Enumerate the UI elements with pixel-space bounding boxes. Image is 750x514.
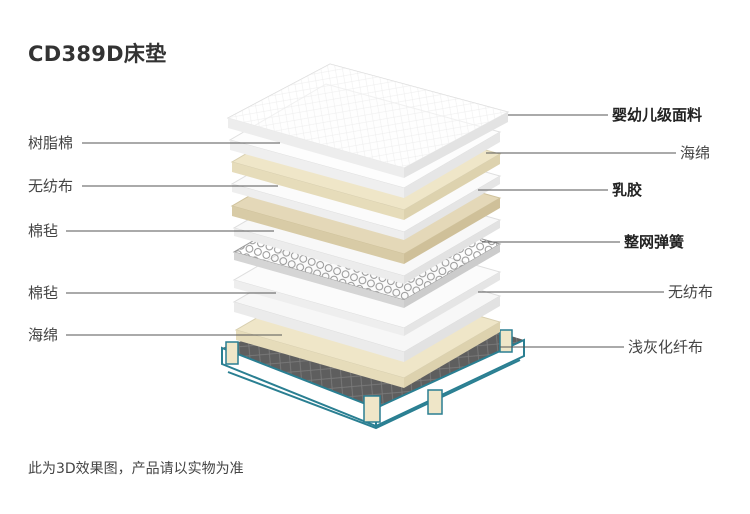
label-sponge-top: 海绵	[680, 144, 711, 162]
label-spring-net: 整网弹簧	[624, 233, 685, 251]
page-title: CD389D床垫	[28, 42, 167, 66]
label-cotton-felt-bottom: 棉毡	[28, 284, 59, 302]
label-cotton-felt-top: 棉毡	[28, 222, 59, 240]
label-nonwoven-upper: 无纺布	[28, 177, 74, 195]
leader-lines	[66, 114, 676, 348]
label-light-gray-fabric: 浅灰化纤布	[628, 338, 704, 356]
label-sponge-bottom: 海绵	[28, 326, 59, 344]
label-nonwoven-lower: 无纺布	[668, 283, 714, 301]
footnote: 此为3D效果图，产品请以实物为准	[28, 461, 244, 477]
layer-baby-fabric	[226, 63, 510, 178]
label-latex: 乳胶	[612, 181, 643, 199]
label-resin-cotton: 树脂棉	[28, 134, 74, 152]
label-baby-fabric: 婴幼儿级面料	[612, 106, 703, 124]
